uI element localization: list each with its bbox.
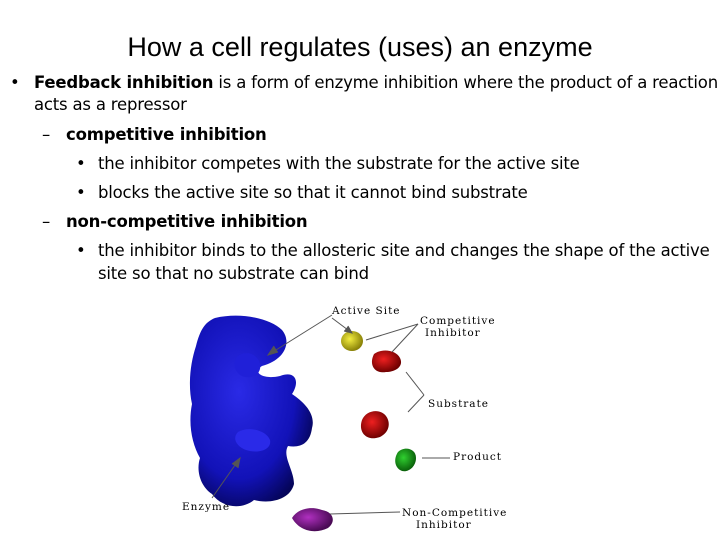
feedback-inhibition-line-1: Feedback inhibition is a form of enzyme … (34, 72, 718, 94)
competitive-point: blocks the active site so that it cannot… (98, 183, 528, 202)
label-leader-lines (211, 314, 450, 515)
non-competitive-inhibitor-label-line-2: Inhibitor (416, 519, 472, 531)
enzyme-shape (189, 315, 313, 507)
competitive-inhibitor-shape (341, 331, 363, 351)
non-competitive-point-line-1: the inhibitor binds to the allosteric si… (98, 241, 710, 260)
competitive-inhibitor-label-line-1: Competitive (420, 315, 496, 327)
competitive-inhibitor-label-line-2: Inhibitor (425, 327, 481, 339)
substrate-label: Substrate (428, 398, 489, 410)
non-competitive-point-line-2: site so that no substrate can bind (98, 264, 369, 283)
non-competitive-inhibitor-shape (292, 508, 333, 532)
dash-marker: – (42, 212, 51, 231)
enzyme-label: Enzyme (182, 501, 231, 513)
competitive-inhibition-heading: competitive inhibition (66, 125, 267, 144)
bullet-marker: • (76, 154, 86, 173)
competitive-point: the inhibitor competes with the substrat… (98, 154, 580, 173)
non-competitive-inhibitor-label-line-1: Non-Competitive (402, 507, 508, 519)
feedback-inhibition-term: Feedback inhibition (34, 73, 214, 92)
active-site-pocket (234, 353, 261, 378)
feedback-inhibition-line-2: acts as a repressor (34, 95, 187, 114)
bullet-marker: • (10, 73, 20, 92)
bullet-marker: • (76, 241, 86, 260)
allosteric-site-pocket (235, 429, 271, 452)
feedback-inhibition-text: is a form of enzyme inhibition where the… (213, 73, 718, 92)
substrate-shape-2 (360, 411, 389, 439)
product-label: Product (453, 451, 502, 463)
product-shape (395, 448, 416, 472)
non-competitive-inhibition-heading: non-competitive inhibition (66, 212, 308, 231)
active-site-label: Active Site (332, 305, 401, 317)
substrate-shape-1 (371, 350, 402, 373)
bullet-marker: • (76, 183, 86, 202)
dash-marker: – (42, 125, 51, 144)
slide-title: How a cell regulates (uses) an enzyme (127, 32, 593, 62)
